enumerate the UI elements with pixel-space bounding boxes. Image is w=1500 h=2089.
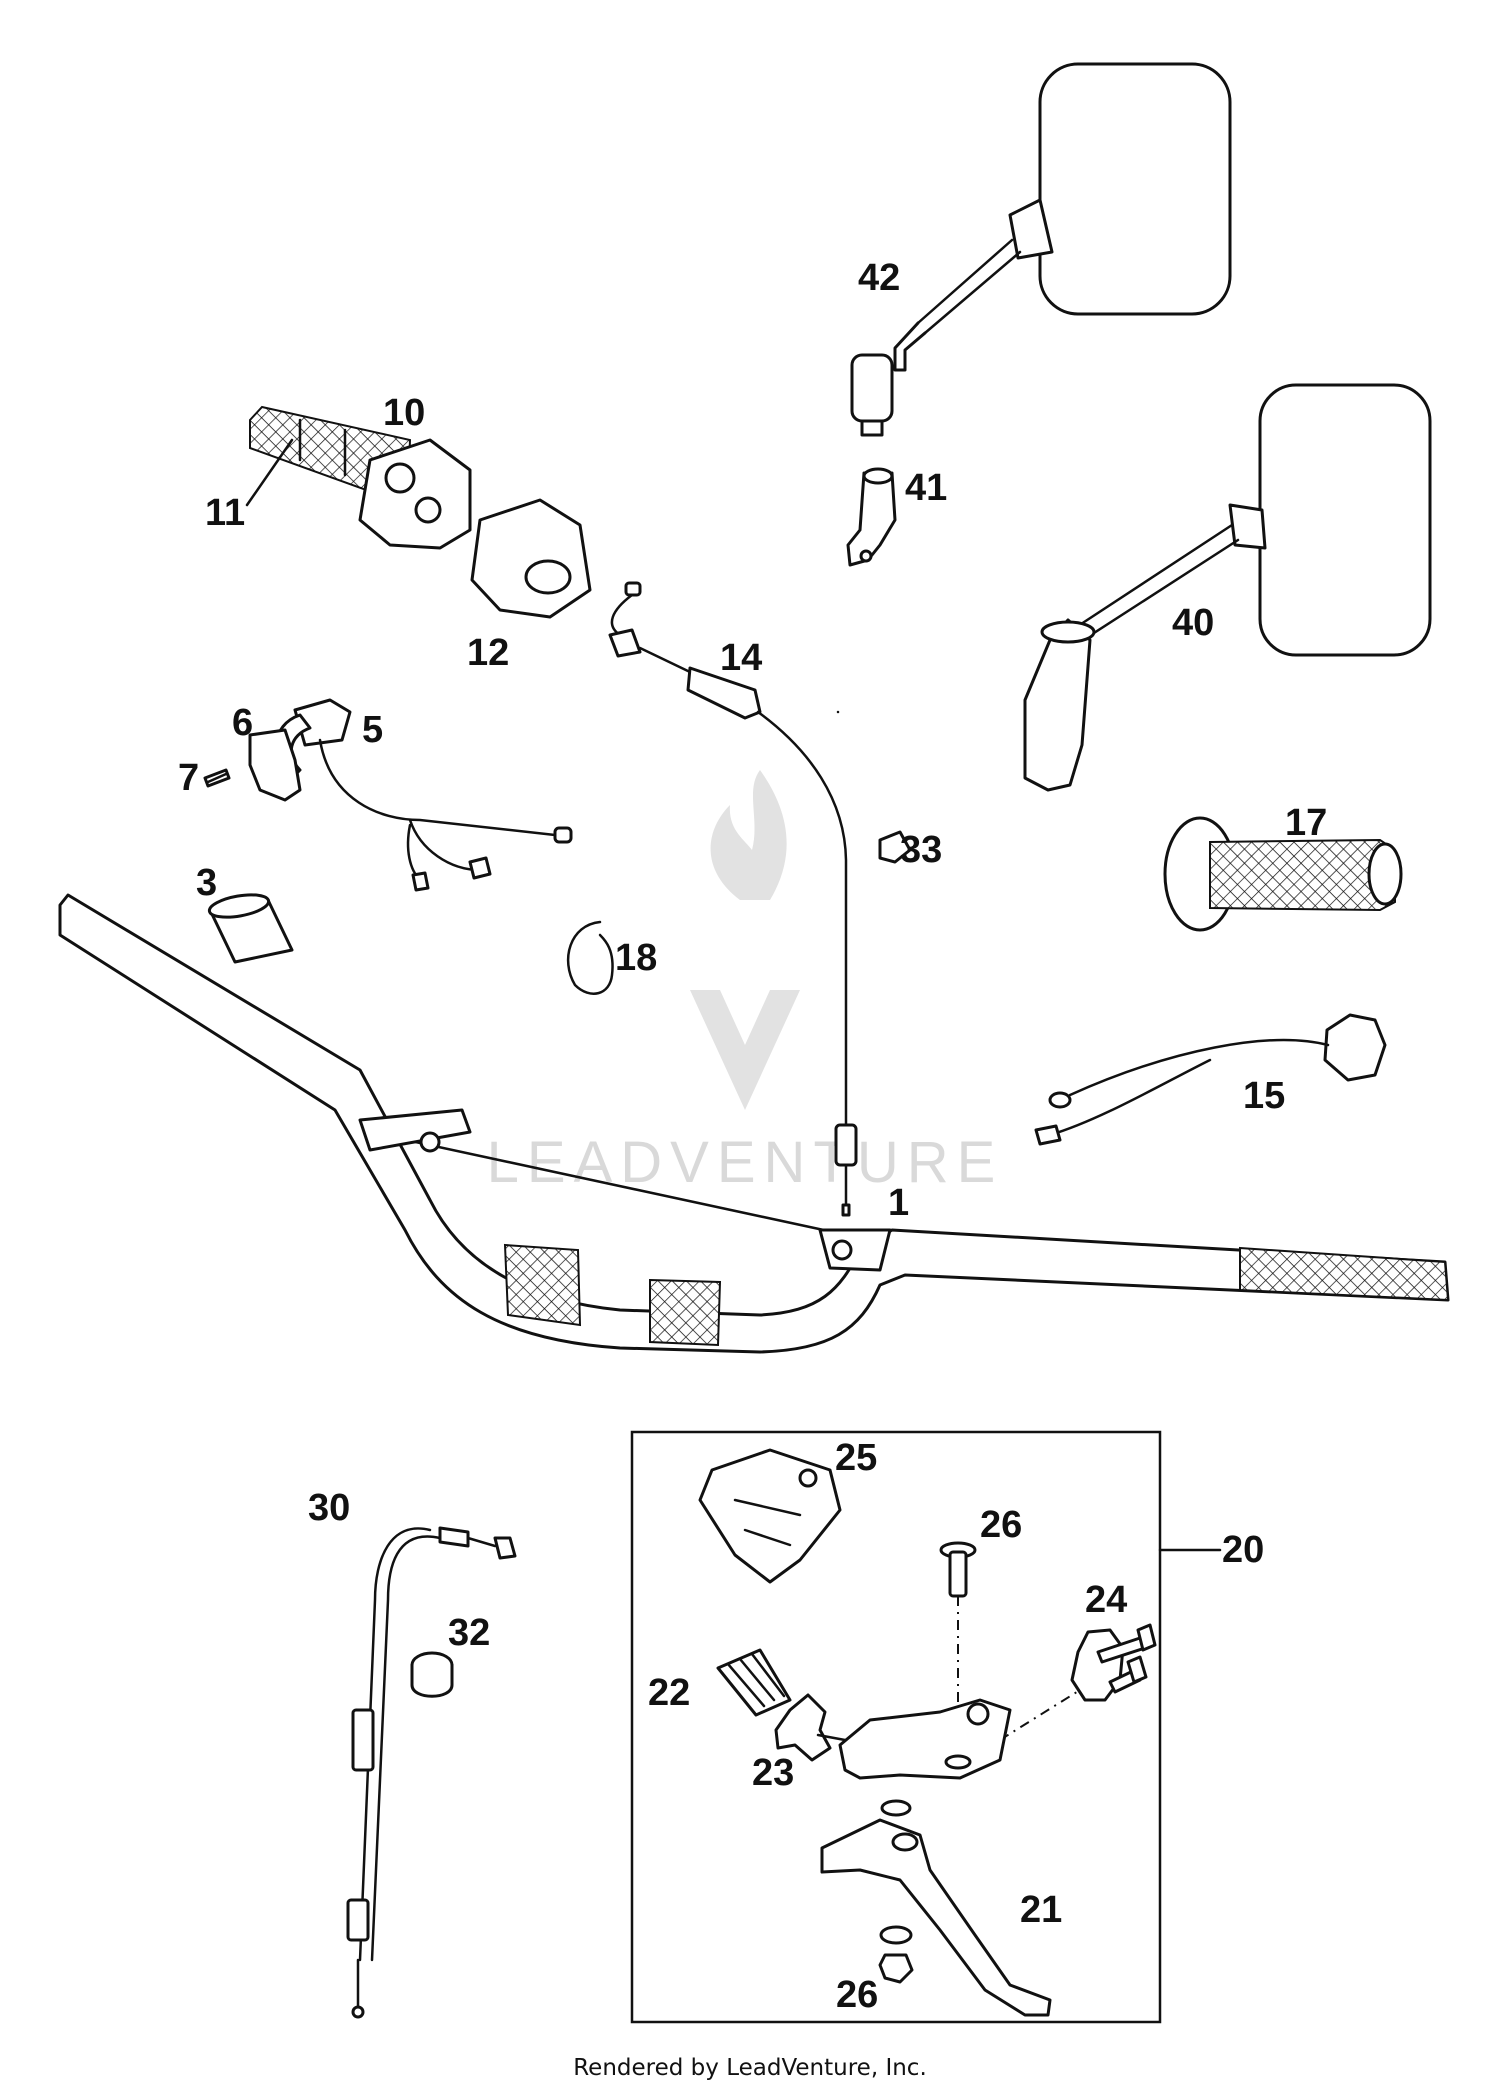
part-17-grip [1163, 816, 1403, 932]
part-5-6-7-switch [203, 698, 573, 892]
watermark: LEADVENTURE [487, 770, 1004, 1195]
label-18: 18 [615, 937, 657, 979]
part-42-mirror [850, 62, 1232, 437]
part-41-mirror-clamp [846, 467, 897, 567]
label-26-top: 26 [980, 1504, 1022, 1546]
label-41: 41 [905, 467, 947, 509]
label-42: 42 [858, 257, 900, 299]
label-32: 32 [448, 1612, 490, 1654]
part-33-cap [878, 830, 912, 864]
part-25-cover [698, 1448, 842, 1584]
part-14-throttle-cable [608, 581, 858, 1217]
label-26-bottom: 26 [836, 1974, 878, 2016]
part-12-throttle-cover [470, 498, 592, 619]
part-15-switch [1034, 1013, 1387, 1146]
flame-logo-icon [710, 770, 787, 900]
label-1: 1 [888, 1182, 909, 1224]
label-21: 21 [1020, 1889, 1062, 1931]
label-40: 40 [1172, 602, 1214, 644]
clutch-assembly-box [630, 1430, 1162, 2024]
label-24: 24 [1085, 1579, 1127, 1621]
label-17: 17 [1285, 802, 1327, 844]
label-23: 23 [752, 1752, 794, 1794]
label-14: 14 [720, 637, 762, 679]
part-32-adjuster [410, 1651, 454, 1698]
part-18-clip-ring [566, 920, 614, 995]
part-labels: 1 3 5 6 7 10 11 12 14 15 17 18 20 21 22 … [178, 257, 1327, 2016]
part-24-clamp [999, 1623, 1157, 1741]
part-1-handlebar [58, 893, 1450, 1354]
v-logo-icon [690, 990, 800, 1110]
part-40-mirror [1023, 383, 1432, 792]
part-3-sleeve [207, 893, 294, 964]
part-10-11-throttle-grip [245, 405, 472, 550]
lever-bracket [838, 1698, 1012, 1780]
label-22: 22 [648, 1672, 690, 1714]
label-3: 3 [196, 862, 217, 904]
label-15: 15 [1243, 1075, 1285, 1117]
part-21-lever [820, 1799, 1052, 2017]
footer-credit: Rendered by LeadVenture, Inc. [573, 2055, 927, 2081]
label-11: 11 [205, 492, 245, 534]
label-7: 7 [178, 757, 199, 799]
label-12: 12 [467, 632, 509, 674]
part-22-23-adjuster [716, 1648, 847, 1762]
label-25: 25 [835, 1437, 877, 1479]
part-26-screw [939, 1541, 977, 1750]
label-10: 10 [383, 392, 425, 434]
label-30: 30 [308, 1487, 350, 1529]
label-33: 33 [900, 829, 942, 871]
watermark-text: LEADVENTURE [487, 1130, 1004, 1195]
label-5: 5 [362, 709, 383, 751]
label-20: 20 [1222, 1529, 1264, 1571]
part-30-clutch-cable [346, 1526, 517, 2019]
label-6: 6 [232, 702, 253, 744]
